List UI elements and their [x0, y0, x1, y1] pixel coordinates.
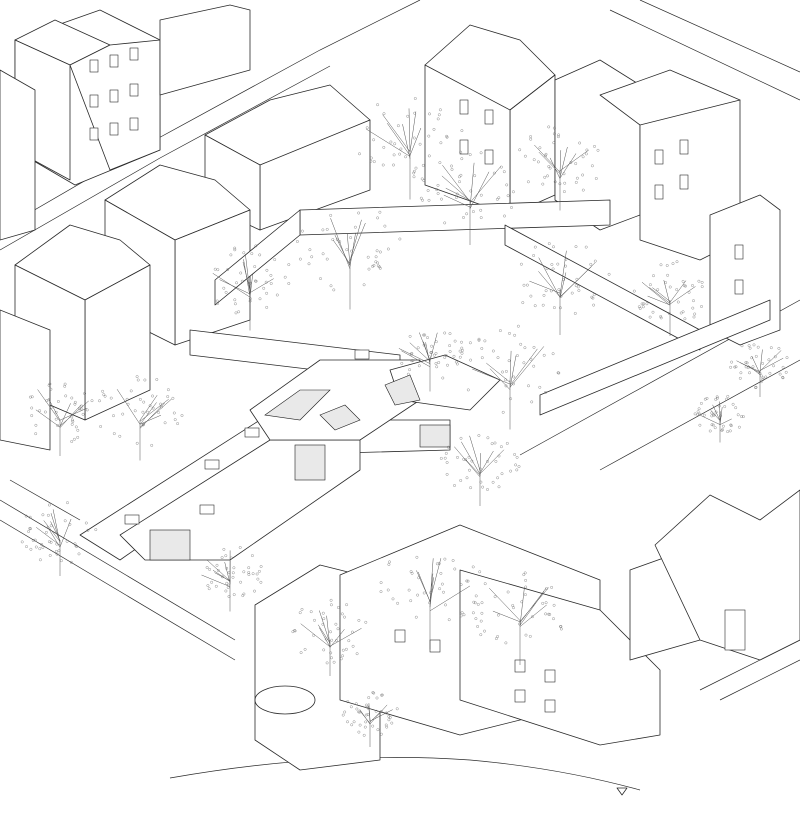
tree — [201, 546, 263, 612]
tree — [693, 395, 745, 443]
tree — [341, 691, 399, 747]
upper-right-buildings — [424, 24, 781, 346]
garden-walls — [189, 199, 771, 416]
tree — [29, 382, 94, 456]
tree — [458, 324, 561, 430]
tree — [398, 331, 464, 392]
tree — [20, 501, 98, 576]
tree — [472, 571, 563, 665]
tree — [632, 260, 704, 336]
tree — [518, 125, 600, 211]
tree — [98, 375, 184, 461]
tree — [379, 555, 482, 650]
triangle-marker-icon — [616, 787, 628, 796]
tree — [296, 210, 402, 310]
tree — [439, 434, 521, 506]
tree — [358, 97, 464, 200]
upper-middle-buildings — [0, 84, 371, 451]
trees — [20, 97, 789, 747]
tree — [729, 343, 789, 397]
tree — [291, 598, 368, 676]
lower-buildings — [254, 489, 800, 771]
tree — [212, 244, 291, 331]
building-windows — [89, 47, 744, 713]
tree — [520, 242, 611, 335]
upper-left-buildings — [0, 4, 251, 241]
tree — [419, 151, 515, 245]
courtyard-house — [79, 349, 501, 561]
